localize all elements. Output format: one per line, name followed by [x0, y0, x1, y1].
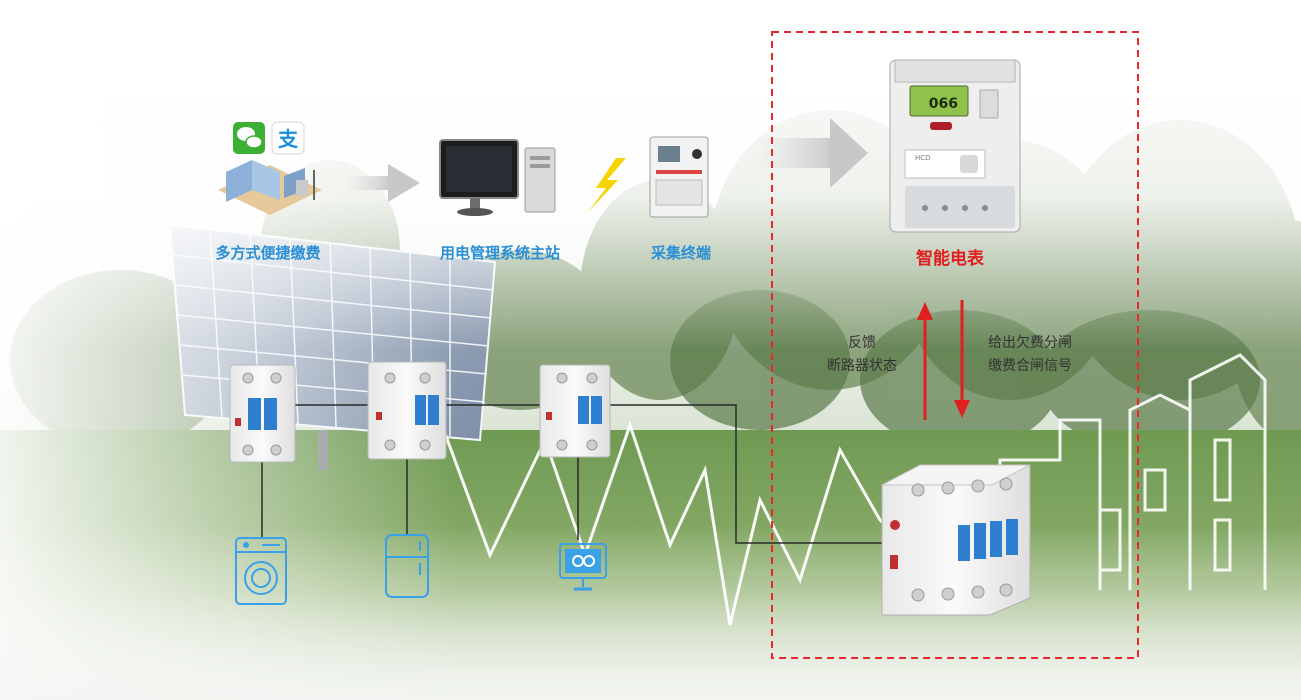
command-label-line2: 缴费合闸信号	[988, 358, 1072, 374]
payment-illustration: 支	[218, 121, 322, 215]
breaker-2p-right	[539, 364, 611, 458]
wiring	[261, 404, 882, 544]
lightning-icon	[588, 158, 626, 212]
washing-machine-icon	[235, 537, 287, 605]
wechat-icon	[233, 122, 265, 154]
refrigerator-icon	[385, 534, 429, 598]
flow-arrows	[345, 118, 868, 202]
breaker-4p-large	[881, 464, 1031, 616]
building-illustration	[218, 160, 322, 215]
collection-terminal	[649, 136, 709, 218]
flow-arrow-1	[345, 164, 420, 202]
feedback-label-line1: 反馈	[848, 335, 876, 351]
alipay-icon: 支	[271, 121, 305, 155]
alipay-glyph: 支	[278, 127, 299, 151]
meter-display: 066	[929, 96, 958, 112]
meter-brand: HCD	[915, 154, 931, 162]
smart-meter-region	[771, 31, 1139, 659]
smart-meter-label: 智能电表	[916, 248, 985, 269]
command-label-line1: 给出欠费分闸	[988, 335, 1072, 351]
breaker-2p-small	[229, 364, 296, 463]
terminal-label: 采集终端	[650, 244, 711, 262]
breaker-2p-medium	[367, 361, 447, 460]
computer-monitor-icon	[559, 543, 607, 591]
master-station-label: 用电管理系统主站	[440, 244, 560, 262]
smart-meter: 066 HCD	[889, 59, 1021, 233]
payment-label: 多方式便捷缴费	[215, 244, 320, 262]
feedback-arrow	[917, 302, 933, 420]
flow-arrow-2	[755, 118, 868, 188]
command-arrow	[954, 300, 970, 418]
feedback-label-line2: 断路器状态	[827, 358, 897, 374]
master-station-computer	[439, 139, 556, 216]
